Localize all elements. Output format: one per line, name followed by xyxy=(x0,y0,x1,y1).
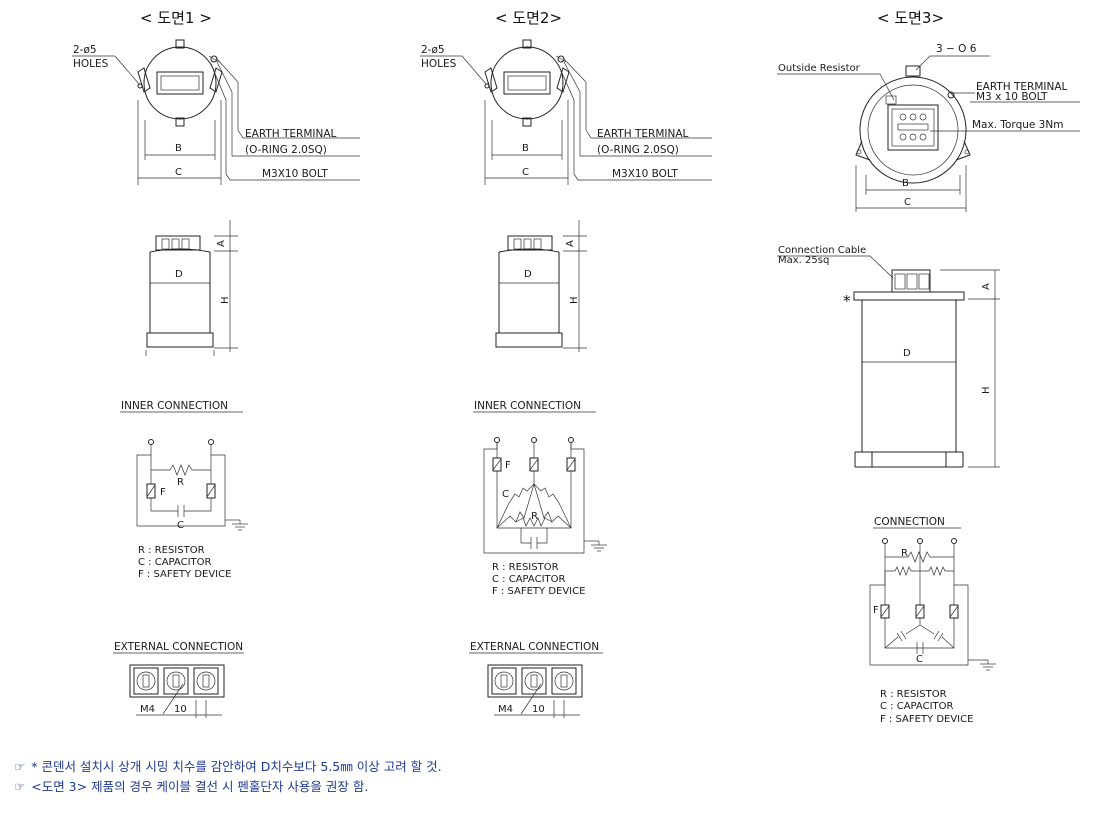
drawing-2-dim-d: D xyxy=(524,269,532,280)
drawing-2-legend-f: F : SAFETY DEVICE xyxy=(492,586,585,597)
drawing-1-oring: (O-RING 2.0SQ) xyxy=(245,144,327,156)
drawing-1-ext-m4: M4 xyxy=(140,704,155,715)
drawing-1-legend-r: R : RESISTOR xyxy=(138,545,205,556)
drawing-1-top-view: B C 2-ø5 HOLES EARTH TERMINAL (O-RING 2.… xyxy=(72,39,360,185)
drawing-1-title: < 도면1 > xyxy=(140,9,212,27)
drawing-2: < 도면2> B C 2-ø5 HOLES xyxy=(420,9,712,718)
drawing-3-torque: Max. Torque 3Nm xyxy=(972,119,1063,131)
drawing-3-sym-c: C xyxy=(916,654,923,665)
drawing-3-title: < 도면3> xyxy=(877,9,944,27)
drawing-3-dim-d: D xyxy=(903,348,911,359)
notes: ☞ * 콘덴서 설치시 상개 시밍 치수를 감안하여 D치수보다 5.5㎜ 이상 … xyxy=(14,757,1074,797)
drawing-3-top-view: 3 − O 6 Outside Resistor EARTH TERMINAL … xyxy=(777,43,1080,212)
drawing-1-legend-f: F : SAFETY DEVICE xyxy=(138,569,231,580)
drawing-2-sym-f: F xyxy=(505,460,511,471)
drawing-3-outside-resistor: Outside Resistor xyxy=(778,63,861,74)
drawing-2-earth-terminal: EARTH TERMINAL xyxy=(597,128,689,140)
drawing-2-title: < 도면2> xyxy=(495,9,562,27)
drawing-2-legend-r: R : RESISTOR xyxy=(492,562,559,573)
drawing-1-ext-10: 10 xyxy=(174,704,187,715)
drawing-1-inner-connection-title: INNER CONNECTION xyxy=(121,400,228,412)
drawing-1-bolt: M3X10 BOLT xyxy=(262,168,328,180)
drawing-3-sym-r: R xyxy=(901,548,908,559)
drawing-2-inner-connection-title: INNER CONNECTION xyxy=(474,400,581,412)
drawing-3-conn-cable: Connection Cable xyxy=(778,245,866,256)
drawing-3-legend-f: F : SAFETY DEVICE xyxy=(880,714,973,725)
drawing-2-inner-connection: INNER CONNECTION F C R xyxy=(473,400,607,597)
drawing-3-dim-c: C xyxy=(904,197,911,208)
drawing-2-top-view: B C 2-ø5 HOLES EARTH TERMINAL (O-RING 2.… xyxy=(420,39,712,185)
drawing-1-sym-c: C xyxy=(177,520,184,531)
drawing-1-dim-d: D xyxy=(175,269,183,280)
note-2-text: <도면 3> 제품의 경우 케이블 결선 시 펜홀단자 사용을 권장 함. xyxy=(31,779,369,794)
drawing-3-conn-cable-max: Max. 25sq xyxy=(778,255,829,266)
note-1-text: * 콘덴서 설치시 상개 시밍 치수를 감안하여 D치수보다 5.5㎜ 이상 고… xyxy=(31,759,442,774)
drawing-2-external-connection: EXTERNAL CONNECTION M4 10 xyxy=(469,641,603,718)
pointing-hand-icon: ☞ xyxy=(14,759,26,774)
drawing-3-legend-c: C : CAPACITOR xyxy=(880,701,953,712)
drawing-1-external-connection: EXTERNAL CONNECTION M4 10 xyxy=(113,641,244,718)
drawing-2-legend-c: C : CAPACITOR xyxy=(492,574,565,585)
drawing-3-connection: CONNECTION R F xyxy=(869,516,996,725)
drawing-2-sym-r: R xyxy=(531,511,538,522)
drawing-2-dim-b: B xyxy=(522,143,529,154)
drawing-2-dim-a: A xyxy=(565,240,576,247)
drawing-2-ext-m4: M4 xyxy=(498,704,513,715)
drawing-1-dim-h: H xyxy=(220,296,231,304)
drawing-2-sym-c: C xyxy=(502,489,509,500)
drawing-2-bolt: M3X10 BOLT xyxy=(612,168,678,180)
drawing-3-connection-title: CONNECTION xyxy=(874,516,945,528)
drawing-1-dim-b: B xyxy=(175,143,182,154)
drawing-1-holes-sub: HOLES xyxy=(73,58,109,70)
drawing-3-dim-b: B xyxy=(902,178,909,189)
drawing-2-dim-h: H xyxy=(569,296,580,304)
drawing-1-dim-c: C xyxy=(175,167,182,178)
drawing-3: < 도면3> 3 − O 6 Outside Resistor xyxy=(777,9,1080,725)
drawing-2-dim-c: C xyxy=(522,167,529,178)
drawing-3-earth-terminal: EARTH TERMINAL xyxy=(976,81,1068,93)
drawing-3-side-view: Connection Cable Max. 25sq * D A xyxy=(777,245,1000,468)
drawing-1-holes-label: 2-ø5 xyxy=(73,44,97,56)
drawing-3-holes-label: 3 − O 6 xyxy=(936,43,977,55)
drawing-1-side-view: D A H xyxy=(145,220,238,356)
technical-drawing: < 도면1 > B C 2-ø5 HOLES xyxy=(72,9,1080,725)
drawing-1-legend-c: C : CAPACITOR xyxy=(138,557,211,568)
drawing-1-dim-a: A xyxy=(216,240,227,247)
drawing-3-dim-h: H xyxy=(981,386,992,394)
drawing-1-inner-connection: INNER CONNECTION R F C xyxy=(120,400,248,580)
drawing-2-side-view: D A H xyxy=(495,220,587,352)
drawing-2-holes-sub: HOLES xyxy=(421,58,457,70)
pointing-hand-icon: ☞ xyxy=(14,779,26,794)
drawing-2-oring: (O-RING 2.0SQ) xyxy=(597,144,679,156)
drawing-1-earth-terminal: EARTH TERMINAL xyxy=(245,128,337,140)
drawing-2-holes-label: 2-ø5 xyxy=(421,44,445,56)
drawing-2-external-connection-title: EXTERNAL CONNECTION xyxy=(470,641,599,653)
drawing-1-sym-f: F xyxy=(160,487,166,498)
drawing-3-sym-f: F xyxy=(873,605,879,616)
drawing-3-legend-r: R : RESISTOR xyxy=(880,689,947,700)
drawing-1-external-connection-title: EXTERNAL CONNECTION xyxy=(114,641,243,653)
drawing-3-asterisk: * xyxy=(843,292,851,310)
note-2: ☞ <도면 3> 제품의 경우 케이블 결선 시 펜홀단자 사용을 권장 함. xyxy=(14,777,1074,797)
drawing-1: < 도면1 > B C 2-ø5 HOLES xyxy=(72,9,360,718)
note-1: ☞ * 콘덴서 설치시 상개 시밍 치수를 감안하여 D치수보다 5.5㎜ 이상 … xyxy=(14,757,1074,777)
drawing-3-dim-a: A xyxy=(981,283,992,290)
drawing-3-earth-bolt: M3 x 10 BOLT xyxy=(976,91,1048,103)
drawing-1-sym-r: R xyxy=(177,477,184,488)
drawing-2-ext-10: 10 xyxy=(532,704,545,715)
